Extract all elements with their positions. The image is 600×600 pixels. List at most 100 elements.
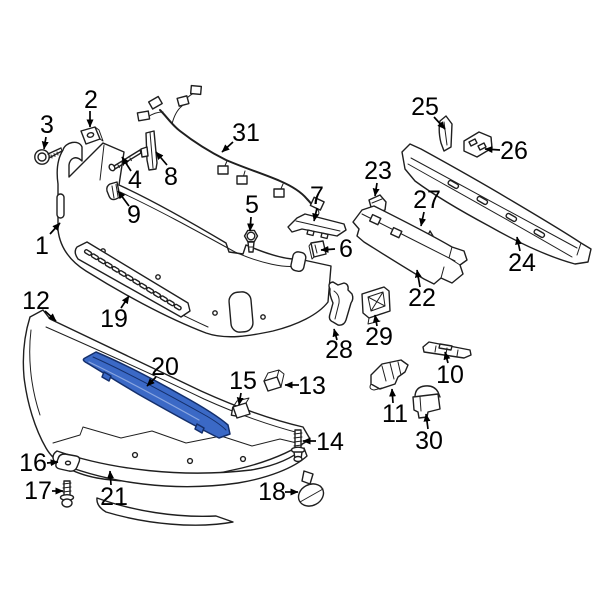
- callout-15[interactable]: 15: [229, 367, 257, 406]
- callout-9[interactable]: 9: [117, 190, 141, 229]
- callout-arrow-31: [221, 141, 234, 153]
- part-impact-bar[interactable]: [401, 143, 592, 265]
- callout-number-20[interactable]: 20: [151, 353, 179, 381]
- part-sensor-30[interactable]: [412, 385, 441, 419]
- callout-number-13[interactable]: 13: [298, 372, 326, 400]
- part-rail-bracket-7[interactable]: [287, 213, 347, 240]
- part-screw-14[interactable]: [290, 429, 306, 463]
- part-upper-bumper-cover[interactable]: [56, 141, 332, 338]
- part-screw-17[interactable]: [59, 480, 75, 508]
- callout-number-14[interactable]: 14: [316, 428, 344, 456]
- callout-number-5[interactable]: 5: [245, 191, 259, 219]
- callout-arrow-4: [121, 156, 132, 172]
- callout-number-11[interactable]: 11: [382, 400, 408, 428]
- step-pad-slots: [83, 249, 182, 311]
- callout-6[interactable]: 6: [320, 235, 353, 263]
- callout-arrow-24: [515, 236, 522, 252]
- callout-1[interactable]: 1: [35, 222, 61, 260]
- callout-number-18[interactable]: 18: [258, 478, 286, 506]
- callout-29[interactable]: 29: [365, 314, 393, 351]
- callout-arrow-16: [46, 459, 59, 467]
- callout-24[interactable]: 24: [508, 236, 536, 277]
- callout-17[interactable]: 17: [24, 477, 64, 505]
- callout-number-1[interactable]: 1: [35, 232, 49, 260]
- callout-4[interactable]: 4: [121, 156, 142, 194]
- part-clip-6[interactable]: [308, 240, 327, 260]
- callout-28[interactable]: 28: [325, 328, 353, 364]
- callout-arrow-30: [423, 413, 431, 430]
- callout-22[interactable]: 22: [408, 269, 436, 312]
- part-bolt-5[interactable]: [243, 229, 259, 253]
- part-clip-9[interactable]: [106, 181, 121, 201]
- callout-arrow-11: [389, 388, 397, 404]
- callout-number-26[interactable]: 26: [500, 137, 528, 165]
- part-energy-absorber[interactable]: [352, 205, 468, 285]
- part-side-bracket-28[interactable]: [328, 281, 354, 326]
- callout-number-31[interactable]: 31: [232, 119, 260, 147]
- callout-arrow-8: [155, 151, 168, 166]
- part-clip-2[interactable]: [80, 126, 104, 145]
- callout-10[interactable]: 10: [436, 351, 464, 389]
- callout-19[interactable]: 19: [100, 295, 130, 333]
- part-wiring-harness[interactable]: [136, 84, 325, 217]
- callout-16[interactable]: 16: [19, 449, 59, 477]
- callout-number-15[interactable]: 15: [229, 367, 257, 395]
- callout-30[interactable]: 30: [415, 413, 443, 455]
- callout-number-23[interactable]: 23: [364, 157, 392, 185]
- callout-number-24[interactable]: 24: [508, 249, 536, 277]
- callout-8[interactable]: 8: [155, 151, 178, 191]
- callout-arrow-19: [120, 295, 130, 309]
- callout-arrow-28: [332, 328, 340, 341]
- callout-arrow-22: [414, 269, 422, 288]
- callout-number-9[interactable]: 9: [127, 201, 141, 229]
- part-clip-16[interactable]: [55, 453, 81, 472]
- callout-11[interactable]: 11: [382, 388, 408, 428]
- callout-number-4[interactable]: 4: [128, 166, 142, 194]
- part-bracket-8[interactable]: [140, 130, 158, 171]
- callout-7[interactable]: 7: [310, 182, 324, 222]
- part-plug-18[interactable]: [295, 470, 328, 510]
- part-screw-3[interactable]: [34, 147, 63, 165]
- callout-23[interactable]: 23: [364, 157, 392, 197]
- callout-arrow-23: [372, 182, 380, 197]
- callout-number-25[interactable]: 25: [411, 93, 439, 121]
- callout-number-7[interactable]: 7: [310, 182, 324, 210]
- callout-5[interactable]: 5: [245, 191, 259, 232]
- callout-arrow-29: [372, 314, 380, 327]
- callout-arrow-6: [320, 245, 336, 253]
- callout-18[interactable]: 18: [258, 478, 299, 506]
- callout-20[interactable]: 20: [146, 353, 179, 387]
- callout-3[interactable]: 3: [40, 111, 54, 150]
- callout-number-12[interactable]: 12: [22, 287, 50, 315]
- part-clip-13[interactable]: [263, 369, 285, 392]
- callout-number-21[interactable]: 21: [100, 483, 128, 511]
- callout-number-28[interactable]: 28: [325, 336, 353, 364]
- callout-13[interactable]: 13: [284, 372, 326, 400]
- callout-31[interactable]: 31: [221, 119, 260, 153]
- part-bumper-protector-highlighted[interactable]: [82, 351, 231, 439]
- callout-arrow-1: [49, 222, 61, 235]
- callout-25[interactable]: 25: [411, 93, 446, 130]
- callout-number-27[interactable]: 27: [413, 186, 441, 214]
- part-bracket-11[interactable]: [369, 359, 409, 391]
- callout-number-19[interactable]: 19: [100, 305, 128, 333]
- callout-number-3[interactable]: 3: [40, 111, 54, 139]
- callout-arrow-3: [41, 136, 49, 150]
- callout-number-8[interactable]: 8: [164, 163, 178, 191]
- callout-number-17[interactable]: 17: [24, 477, 52, 505]
- callout-number-22[interactable]: 22: [408, 284, 436, 312]
- callout-2[interactable]: 2: [84, 86, 98, 128]
- callout-number-16[interactable]: 16: [19, 449, 47, 477]
- callout-21[interactable]: 21: [100, 470, 128, 511]
- callout-14[interactable]: 14: [302, 428, 344, 456]
- callout-number-30[interactable]: 30: [415, 427, 443, 455]
- callout-number-2[interactable]: 2: [84, 86, 98, 114]
- part-step-pad[interactable]: [74, 241, 191, 318]
- callout-number-6[interactable]: 6: [339, 235, 353, 263]
- callout-number-10[interactable]: 10: [436, 361, 464, 389]
- callout-26[interactable]: 26: [484, 137, 528, 165]
- part-strip-10[interactable]: [422, 341, 472, 359]
- callout-12[interactable]: 12: [22, 287, 57, 322]
- callout-27[interactable]: 27: [413, 186, 441, 227]
- callout-number-29[interactable]: 29: [365, 323, 393, 351]
